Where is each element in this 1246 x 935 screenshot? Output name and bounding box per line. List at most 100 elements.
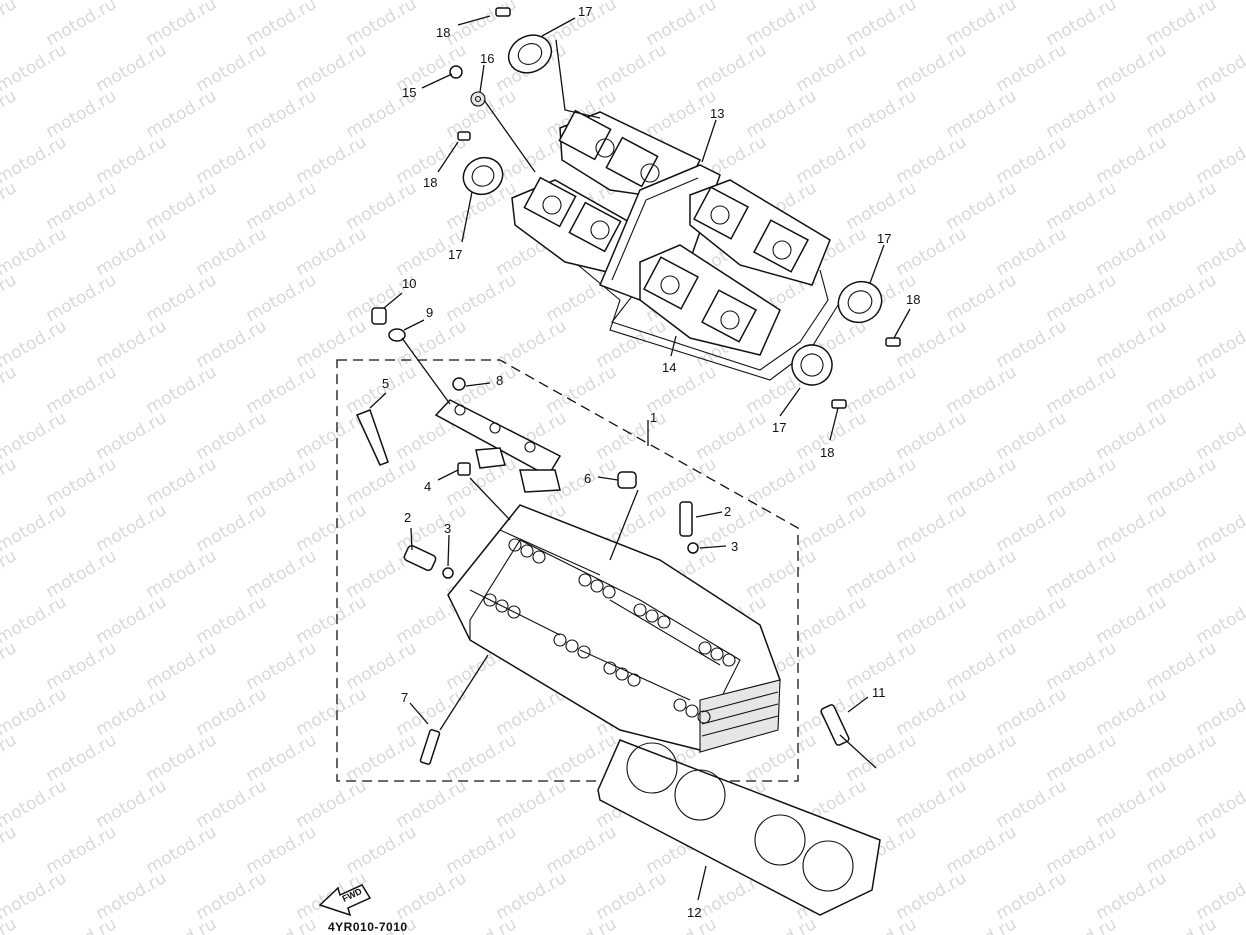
- watermark-text: motod.ru: [1093, 868, 1171, 924]
- valve-seat: [615, 667, 629, 681]
- watermark-text: motod.ru: [843, 914, 921, 935]
- watermark-text: motod.ru: [343, 638, 421, 694]
- watermark-text: motod.ru: [0, 0, 20, 50]
- watermark-text: motod.ru: [593, 868, 671, 924]
- watermark-text: motod.ru: [1193, 132, 1246, 188]
- watermark-text: motod.ru: [1243, 822, 1246, 878]
- watermark-text: motod.ru: [43, 270, 121, 326]
- circlip: [442, 567, 454, 579]
- circlip: [687, 542, 699, 554]
- watermark-text: motod.ru: [1093, 224, 1171, 280]
- watermark-text: motod.ru: [1193, 592, 1246, 648]
- callout-2: 2: [724, 504, 731, 519]
- watermark-text: motod.ru: [1193, 776, 1246, 832]
- valve-seat: [603, 661, 617, 675]
- watermark-text: motod.ru: [93, 684, 171, 740]
- drawing-code: 4YR010-7010: [328, 920, 408, 934]
- watermark-text: motod.ru: [193, 500, 271, 556]
- watermark-text: motod.ru: [393, 500, 471, 556]
- watermark-text: motod.ru: [943, 730, 1021, 786]
- watermark-text: motod.ru: [1243, 86, 1246, 142]
- watermark-text: motod.ru: [1043, 270, 1121, 326]
- watermark-text: motod.ru: [1193, 408, 1246, 464]
- watermark-text: motod.ru: [43, 730, 121, 786]
- watermark-text: motod.ru: [1143, 86, 1221, 142]
- watermark-text: motod.ru: [943, 638, 1021, 694]
- watermark-text: motod.ru: [1143, 362, 1221, 418]
- watermark-text: motod.ru: [943, 178, 1021, 234]
- watermark-text: motod.ru: [1093, 408, 1171, 464]
- watermark-text: motod.ru: [993, 132, 1071, 188]
- watermark-text: motod.ru: [593, 316, 671, 372]
- callout-7: 7: [401, 690, 408, 705]
- watermark-text: motod.ru: [843, 454, 921, 510]
- watermark-text: motod.ru: [993, 316, 1071, 372]
- valve-seat: [673, 698, 687, 712]
- watermark-text: motod.ru: [1043, 454, 1121, 510]
- watermark-text: motod.ru: [493, 776, 571, 832]
- watermark-text: motod.ru: [743, 730, 821, 786]
- watermark-text: motod.ru: [493, 868, 571, 924]
- callout-17: 17: [448, 247, 462, 262]
- watermark-text: motod.ru: [193, 224, 271, 280]
- watermark-text: motod.ru: [143, 362, 221, 418]
- callout-15: 15: [402, 85, 416, 100]
- watermark-text: motod.ru: [193, 316, 271, 372]
- watermark-text: motod.ru: [293, 224, 371, 280]
- watermark-text: motod.ru: [943, 546, 1021, 602]
- callout-4: 4: [424, 479, 431, 494]
- watermark-text: motod.ru: [893, 224, 971, 280]
- watermark-text: motod.ru: [943, 822, 1021, 878]
- watermark-text: motod.ru: [543, 914, 621, 935]
- valve-seat: [577, 645, 591, 659]
- exhaust-camshaft-right: [639, 179, 831, 356]
- callout-11: 11: [872, 685, 886, 700]
- valve-seat: [578, 573, 592, 587]
- watermark-text: motod.ru: [243, 730, 321, 786]
- watermark-text: motod.ru: [93, 776, 171, 832]
- watermark-text: motod.ru: [43, 86, 121, 142]
- watermark-text: motod.ru: [0, 454, 20, 510]
- watermark-text: motod.ru: [493, 132, 571, 188]
- watermark-text: motod.ru: [293, 500, 371, 556]
- callout-labels: 18 17 16 15 13 18 17 17 18 10 9 14 8 5 1…: [382, 4, 920, 920]
- watermark-text: motod.ru: [1243, 546, 1246, 602]
- watermark-text: motod.ru: [993, 776, 1071, 832]
- watermark-text: motod.ru: [0, 914, 20, 935]
- watermark-text: motod.ru: [593, 408, 671, 464]
- watermark-text: motod.ru: [243, 914, 321, 935]
- watermark-text: motod.ru: [1143, 730, 1221, 786]
- watermark-text: motod.ru: [1193, 40, 1246, 96]
- watermark-text: motod.ru: [1043, 546, 1121, 602]
- callout-3: 3: [444, 521, 451, 536]
- callout-17: 17: [772, 420, 786, 435]
- watermark-text: motod.ru: [743, 86, 821, 142]
- washer: [388, 91, 486, 342]
- watermark-text: motod.ru: [993, 684, 1071, 740]
- plug: [617, 471, 637, 489]
- callout-16: 16: [480, 51, 494, 66]
- watermark-text: motod.ru: [943, 454, 1021, 510]
- watermark-text: motod.ru: [943, 914, 1021, 935]
- watermark-text: motod.ru: [193, 868, 271, 924]
- watermark-text: motod.ru: [243, 546, 321, 602]
- valve-seat: [495, 599, 509, 613]
- callout-18: 18: [820, 445, 834, 460]
- bolt: [371, 7, 901, 409]
- watermark-text: motod.ru: [443, 270, 521, 326]
- cylinder-head-assembly-outline: [336, 359, 799, 782]
- watermark-text: motod.ru: [1093, 500, 1171, 556]
- watermark-text: motod.ru: [143, 178, 221, 234]
- callout-17: 17: [877, 231, 891, 246]
- watermark-text: motod.ru: [843, 362, 921, 418]
- watermark-text: motod.ru: [93, 132, 171, 188]
- valve-seat: [553, 633, 567, 647]
- watermark-text: motod.ru: [743, 546, 821, 602]
- callout-5: 5: [382, 376, 389, 391]
- callout-12: 12: [687, 905, 701, 920]
- watermark-text: motod.ru: [1143, 914, 1221, 935]
- watermark-text: motod.ru: [293, 40, 371, 96]
- valve-seat: [590, 579, 604, 593]
- watermark-text: motod.ru: [693, 40, 771, 96]
